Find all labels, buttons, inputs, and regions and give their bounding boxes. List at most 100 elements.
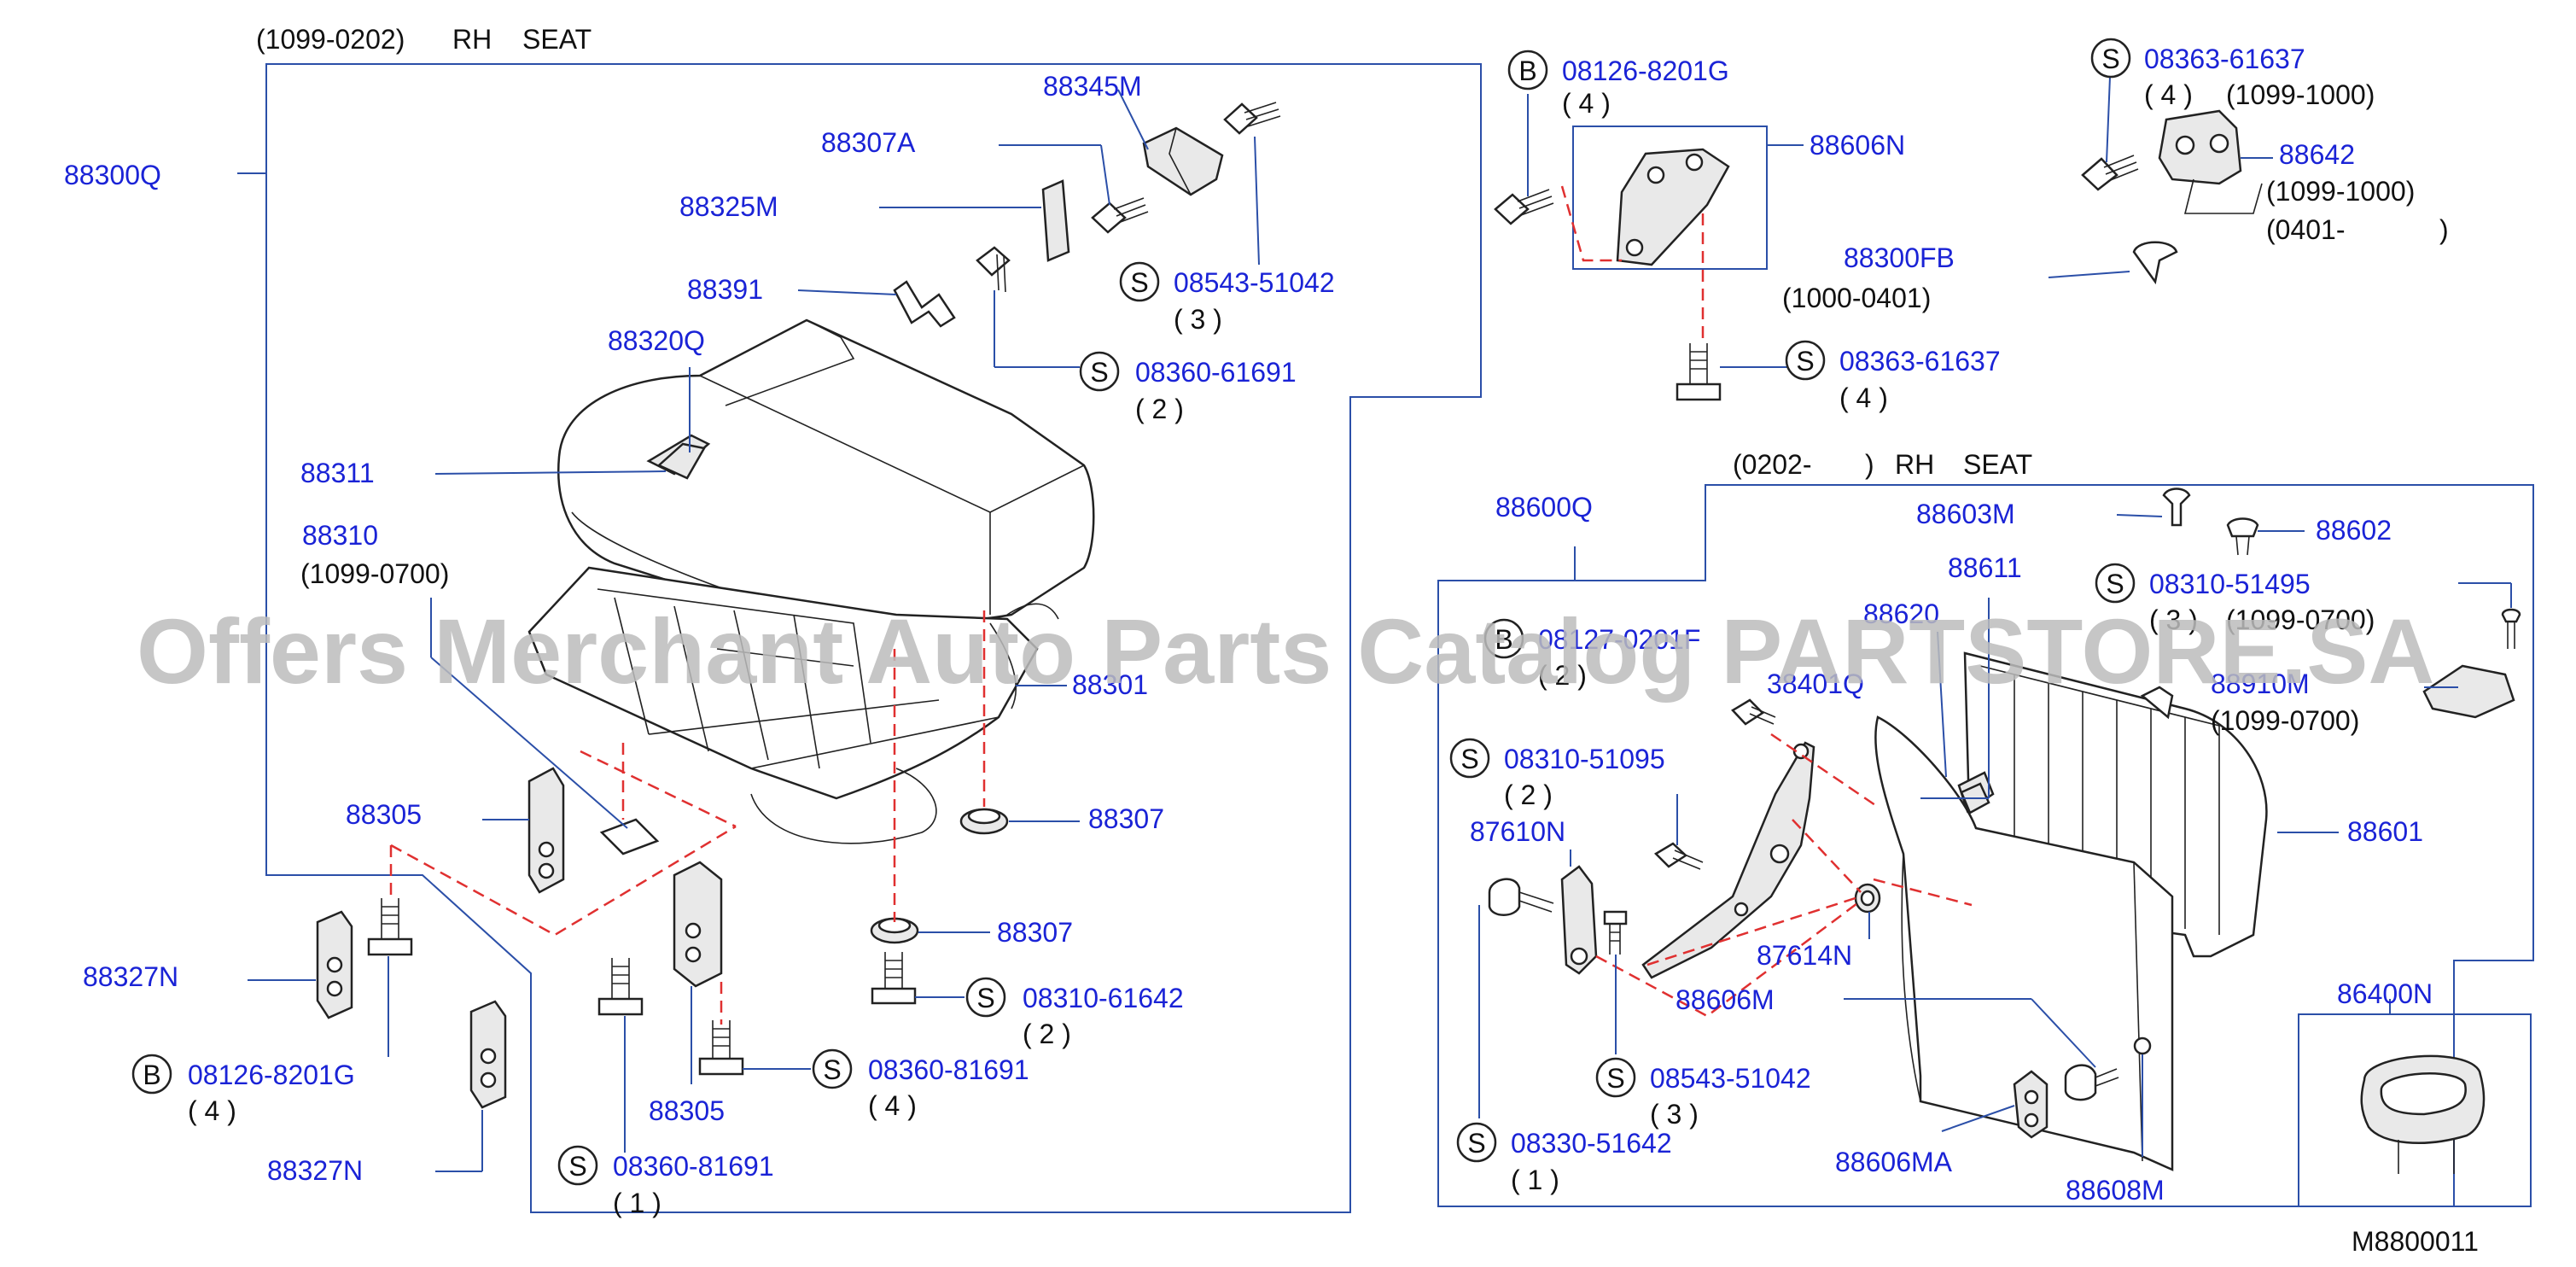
label-88620[interactable]: 88620 [1863,598,1939,629]
clip-88910M [2422,664,2515,719]
seat-frame [527,566,1039,844]
grommet-88307-a [959,808,1009,835]
label-88600Q[interactable]: 88600Q [1495,492,1593,523]
label-88602[interactable]: 88602 [2316,515,2392,546]
label-88325M[interactable]: 88325M [679,191,778,222]
label-88345M[interactable]: 88345M [1043,71,1142,102]
s-marker-08360-81691-a [812,1048,853,1089]
bolt-08543-51042-a [1223,102,1281,135]
qty-08360-81691-b: ( 1 ) [613,1188,661,1218]
label-88608M[interactable]: 88608M [2066,1175,2165,1206]
label-08363-61637-b[interactable]: 08363-61637 [2144,44,2305,74]
label-88310-range: (1099-0700) [300,558,449,589]
bolt-88606M [2064,1064,2119,1101]
headrest-box [2298,1013,2532,1207]
label-08310-51495[interactable]: 08310-51495 [2149,569,2311,599]
s-marker-08363-61637-b [2090,38,2131,79]
label-88603M[interactable]: 88603M [1916,499,2015,529]
range-88300FB: (1000-0401) [1782,283,1931,313]
label-88310[interactable]: 88310 [302,520,378,551]
b-marker-08126-8201G-b [1507,50,1548,90]
label-87610N[interactable]: 87610N [1470,816,1565,847]
label-88642[interactable]: 88642 [2279,139,2355,170]
bolt-08310-51095 [1653,842,1704,870]
s-marker-08310-51495-letter: S [2106,569,2124,599]
label-88910M[interactable]: 88910M [2211,669,2310,699]
s-marker-08363-61637-a-letter: S [1796,346,1814,377]
label-88300FB[interactable]: 88300FB [1844,242,1955,273]
label-88320Q[interactable]: 88320Q [608,325,705,356]
right-leaders [1478,514,2512,1157]
bracket-88327N-b [469,1000,507,1109]
label-88327N-b[interactable]: 88327N [267,1155,363,1186]
s-marker-08360-81691-b [557,1145,598,1186]
left-group-range: (1099-0202) [256,24,405,55]
bracket-88305-b [673,861,723,988]
qty-08127-0201F: ( 2 ) [1538,660,1587,691]
grommet-88307-b [870,917,919,944]
qty-08126-8201G-a: ( 4 ) [188,1095,236,1126]
label-88606N[interactable]: 88606N [1810,130,1905,161]
label-88305-a[interactable]: 88305 [346,799,422,830]
label-88307-a[interactable]: 88307 [1088,803,1164,834]
grommet-87614N [1854,883,1881,914]
left-group-rh: RH [452,24,492,55]
label-88606M[interactable]: 88606M [1676,984,1775,1015]
label-88327N-a[interactable]: 88327N [83,961,178,992]
qty-08363-61637-b: ( 4 ) [2144,79,2193,110]
label-08310-51095[interactable]: 08310-51095 [1504,744,1665,774]
label-08360-81691-b[interactable]: 08360-81691 [613,1151,774,1182]
bolt-08543-51042-a2 [1091,197,1149,234]
label-88601[interactable]: 88601 [2347,816,2423,847]
label-08363-61637-a[interactable]: 08363-61637 [1839,346,2001,377]
range-88642-2: (0401- [2266,214,2346,245]
label-88300Q[interactable]: 88300Q [64,160,161,190]
label-88307A[interactable]: 88307A [821,127,916,158]
label-08330-51642[interactable]: 08330-51642 [1511,1128,1672,1159]
bolt-08310-61642 [871,952,917,1005]
b-marker-08127-0201F-letter: B [1495,624,1512,655]
s-marker-08543-51042-a [1119,261,1160,302]
label-87614N[interactable]: 87614N [1757,940,1852,971]
clip-88300FB [2132,241,2178,285]
label-88311[interactable]: 88311 [300,458,375,488]
s-marker-08360-81691-b-letter: S [568,1151,586,1182]
label-88301[interactable]: 88301 [1072,669,1148,700]
watermark: Offers Merchant Auto Parts Catalog PARTS… [137,599,2434,703]
label-08543-51042-b[interactable]: 08543-51042 [1650,1063,1811,1094]
cap-88320Q [656,442,706,480]
left-leaders [248,89,1260,1172]
label-08360-81691-a[interactable]: 08360-81691 [868,1054,1029,1085]
s-marker-08360-61691-letter: S [1090,357,1108,388]
label-88606MA[interactable]: 88606MA [1835,1147,1953,1177]
label-88307-b[interactable]: 88307 [997,917,1073,948]
label-08127-0201F[interactable]: 08127-0201F [1538,624,1700,655]
s-marker-08310-51095-letter: S [1460,744,1478,774]
label-08360-61691[interactable]: 08360-61691 [1135,357,1297,388]
qty-08543-51042-a: ( 3 ) [1174,304,1222,335]
label-88391[interactable]: 88391 [687,274,763,305]
qty-08310-61642: ( 2 ) [1023,1019,1071,1049]
hook-88301 [1006,603,1059,620]
clip-88305-mid [599,818,660,855]
range-08363-61637-b: (1099-1000) [2226,79,2375,110]
label-88305-b[interactable]: 88305 [649,1095,725,1126]
label-08126-8201G-a[interactable]: 08126-8201G [188,1060,355,1090]
label-08126-8201G-b[interactable]: 08126-8201G [1562,55,1729,86]
qty-08360-81691-a: ( 4 ) [868,1090,917,1121]
label-88611[interactable]: 88611 [1948,552,2022,583]
label-08310-61642[interactable]: 08310-61642 [1023,983,1184,1013]
right-group-rh: RH [1895,449,1934,480]
bolt-08330-51642 [1488,878,1554,916]
label-08543-51042-a[interactable]: 08543-51042 [1174,267,1335,298]
label-38401Q[interactable]: 38401Q [1767,669,1864,699]
range-08310-51495: (1099-0700) [2226,604,2375,635]
right-group-seat: SEAT [1963,449,2032,480]
pad-88325M [1041,179,1070,262]
b-marker-08126-8201G-a-letter: B [143,1060,160,1090]
label-86400N[interactable]: 86400N [2337,978,2433,1009]
bolt-08126-8201G-left [367,898,413,956]
clip-88602 [2226,517,2259,556]
range-88642-1: (1099-1000) [2266,176,2415,207]
top-right-leaders [1527,76,2273,368]
